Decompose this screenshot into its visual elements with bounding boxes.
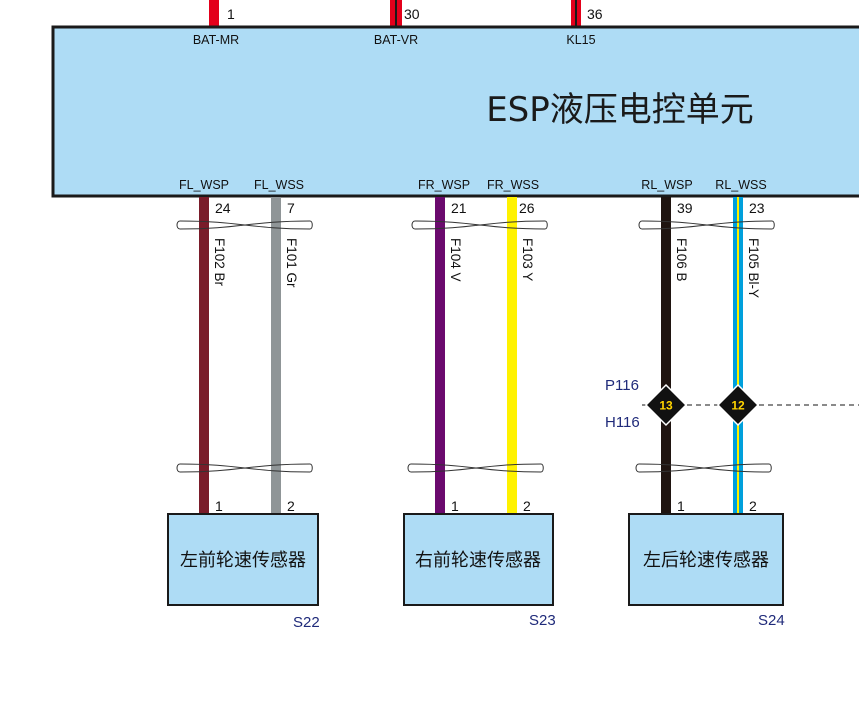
- supply-pin-number-36: 36: [587, 6, 603, 22]
- wire-f104: [435, 197, 445, 514]
- connector-pin-13: 13: [644, 383, 688, 427]
- signal-name-fl-wsp: FL_WSP: [179, 178, 229, 192]
- wire-f106: [661, 197, 671, 514]
- signal-name-fr-wss: FR_WSS: [487, 178, 539, 192]
- sensor-pin-rl-2: 2: [749, 498, 757, 514]
- supply-wire-30-stripe: [395, 0, 397, 27]
- sensor-label-rl: 左后轮速传感器: [643, 550, 769, 571]
- wire-code-f104: F104 V: [448, 238, 463, 282]
- sensor-pin-fr-1: 1: [451, 498, 459, 514]
- sensor-code-s24: S24: [758, 612, 785, 629]
- sensor-pin-fl-1: 1: [215, 498, 223, 514]
- sensor-label-fr: 右前轮速传感器: [415, 550, 541, 571]
- sensor-front-right: 右前轮速传感器 S23: [403, 513, 556, 629]
- sensor-front-left: 左前轮速传感器 S22: [167, 513, 320, 631]
- signal-name-fr-wsp: FR_WSP: [418, 178, 470, 192]
- wire-code-f106: F106 B: [674, 238, 689, 282]
- supply-wire-1: [209, 0, 219, 27]
- pin-number-39: 39: [677, 200, 693, 216]
- twisted-pair-rl-top: [638, 220, 775, 230]
- sensor-box-rl: [628, 513, 784, 606]
- sensor-rear-left: 左后轮速传感器 S24: [628, 513, 785, 629]
- wire-f101: [271, 197, 281, 514]
- supply-pin-number-30: 30: [404, 6, 420, 22]
- connector-diamond-12: [716, 383, 760, 427]
- supply-wire-30: [390, 0, 402, 27]
- pin-number-21: 21: [451, 200, 467, 216]
- supply-wire-1-line: [209, 0, 219, 27]
- connector-pin-number-12: 12: [731, 399, 745, 413]
- pin-number-26: 26: [519, 200, 535, 216]
- wire-f105: [733, 197, 743, 514]
- sensor-pin-fl-2: 2: [287, 498, 295, 514]
- sensor-box-fl: [167, 513, 319, 606]
- wire-code-f103: F103 Y: [520, 238, 535, 281]
- twisted-pair-fr-bottom: [407, 463, 544, 473]
- unit-title: ESP液压电控单元: [486, 90, 754, 130]
- wire-code-f105: F105 Bl-Y: [746, 238, 761, 298]
- twisted-pair-fr-top: [411, 220, 548, 230]
- wire-f102: [199, 197, 209, 514]
- twisted-pair-symbols-top: [176, 220, 775, 230]
- wire-f103: [507, 197, 517, 514]
- connector-pin-12: 12: [716, 383, 760, 427]
- sensor-pin-fr-2: 2: [523, 498, 531, 514]
- sensor-code-s23: S23: [529, 612, 556, 629]
- wire-code-f102: F102 Br: [212, 238, 227, 287]
- sensor-label-fl: 左前轮速传感器: [180, 550, 306, 571]
- wire-f105-stripe: [737, 197, 739, 514]
- signal-name-fl-wss: FL_WSS: [254, 178, 304, 192]
- sensor-pin-rl-1: 1: [677, 498, 685, 514]
- twisted-pair-symbols-bottom: [176, 463, 772, 473]
- pin-number-24: 24: [215, 200, 231, 216]
- supply-wire-36: [571, 0, 581, 27]
- signal-name-rl-wsp: RL_WSP: [641, 178, 692, 192]
- twisted-pair-fl-bottom: [176, 463, 313, 473]
- signal-name-rl-wss: RL_WSS: [715, 178, 766, 192]
- connector-pin-number-13: 13: [659, 399, 673, 413]
- connector-diamond-13: [644, 383, 688, 427]
- supply-pin-number-1: 1: [227, 6, 235, 22]
- sensor-box-fr: [403, 513, 554, 606]
- supply-wire-36-stripe: [575, 0, 577, 27]
- pin-number-23: 23: [749, 200, 765, 216]
- connector-label-h116: H116: [605, 414, 640, 431]
- twisted-pair-rl-bottom: [635, 463, 772, 473]
- connector-label-p116: P116: [605, 377, 639, 394]
- pin-number-7: 7: [287, 200, 295, 216]
- twisted-pair-fl-top: [176, 220, 313, 230]
- esp-control-unit: [51, 25, 859, 198]
- sensor-code-s22: S22: [293, 614, 320, 631]
- supply-pin-label-bat-vr: BAT-VR: [374, 33, 418, 47]
- supply-pin-label-kl15: KL15: [566, 33, 595, 47]
- supply-pin-label-bat-mr: BAT-MR: [193, 33, 239, 47]
- wire-code-f101: F101 Gr: [284, 238, 299, 288]
